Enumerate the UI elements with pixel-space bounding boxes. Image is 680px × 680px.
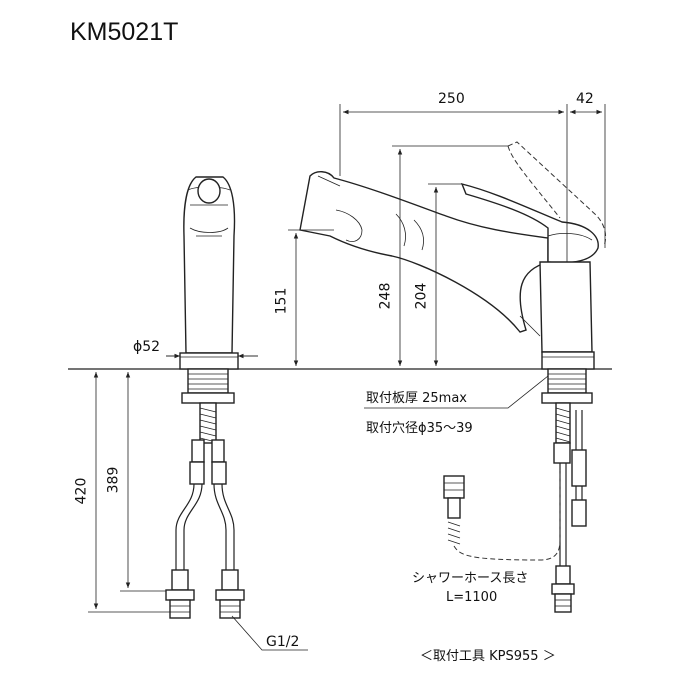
width-42-label: 42 (576, 91, 594, 107)
hose-detail (443, 470, 561, 561)
side-view (299, 141, 607, 613)
model-title: KM5021T (70, 18, 178, 46)
side-dimensions: 250 42 248 204 151 取付板厚 25max 取付穴径ϕ35～39… (273, 91, 606, 664)
height-204-label: 204 (413, 283, 429, 310)
front-view (165, 176, 245, 619)
hose-length-value: L=1100 (446, 590, 497, 605)
plate-thickness-note: 取付板厚 25max (366, 391, 467, 406)
hose-length-label: シャワーホース長さ (412, 571, 528, 586)
height-248-label: 248 (377, 283, 393, 310)
width-250-label: 250 (438, 91, 465, 107)
diameter-label: ϕ52 (133, 339, 160, 355)
length-389-label: 389 (105, 467, 121, 494)
thread-label: G1/2 (266, 634, 299, 650)
front-dimensions: ϕ52 420 389 G1/2 (73, 339, 308, 651)
height-151-label: 151 (273, 288, 289, 315)
hole-diameter-note: 取付穴径ϕ35～39 (366, 421, 473, 436)
length-420-label: 420 (73, 478, 89, 505)
tool-note: ＜取付工具 KPS955 ＞ (420, 649, 556, 664)
